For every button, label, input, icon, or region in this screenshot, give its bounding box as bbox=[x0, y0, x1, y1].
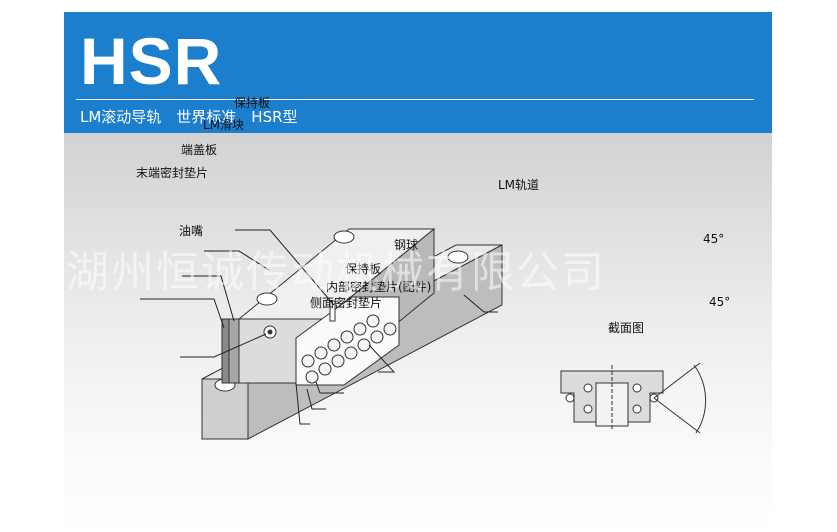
callout-end-seal: 末端密封垫片 bbox=[136, 166, 209, 180]
hsr-diagram bbox=[140, 227, 707, 440]
product-title: HSR bbox=[80, 24, 223, 98]
callout-retainer-bottom: 保持板 bbox=[345, 262, 382, 276]
callout-lm-block: LM滑块 bbox=[203, 118, 245, 132]
callout-lm-rail: LM轨道 bbox=[498, 178, 540, 192]
leader-lines bbox=[140, 229, 498, 425]
header-divider bbox=[76, 99, 754, 100]
callout-grease-nipple: 油嘴 bbox=[179, 224, 204, 238]
cross-section-view bbox=[560, 362, 707, 434]
product-subtitle: LM滚动导轨 世界标准 HSR型 bbox=[80, 108, 298, 126]
callout-retainer-top: 保持板 bbox=[234, 96, 271, 110]
product-sheet: HSR LM滚动导轨 世界标准 HSR型 bbox=[64, 12, 772, 532]
company-watermark: 湖州恒诚传动机械有限公司 bbox=[66, 248, 606, 298]
angle-label-bottom: 45° bbox=[709, 295, 731, 309]
callout-inner-seal: 内部密封垫片(配件) bbox=[326, 280, 432, 294]
callout-side-seal: 侧面密封垫片 bbox=[310, 296, 383, 310]
header-banner: HSR LM滚动导轨 世界标准 HSR型 bbox=[64, 12, 772, 133]
callout-ball: 钢球 bbox=[394, 238, 419, 252]
angle-label-top: 45° bbox=[703, 232, 725, 246]
steel-balls bbox=[301, 314, 397, 384]
cross-section-caption: 截面图 bbox=[608, 321, 645, 335]
callout-end-plate: 端盖板 bbox=[181, 143, 218, 157]
